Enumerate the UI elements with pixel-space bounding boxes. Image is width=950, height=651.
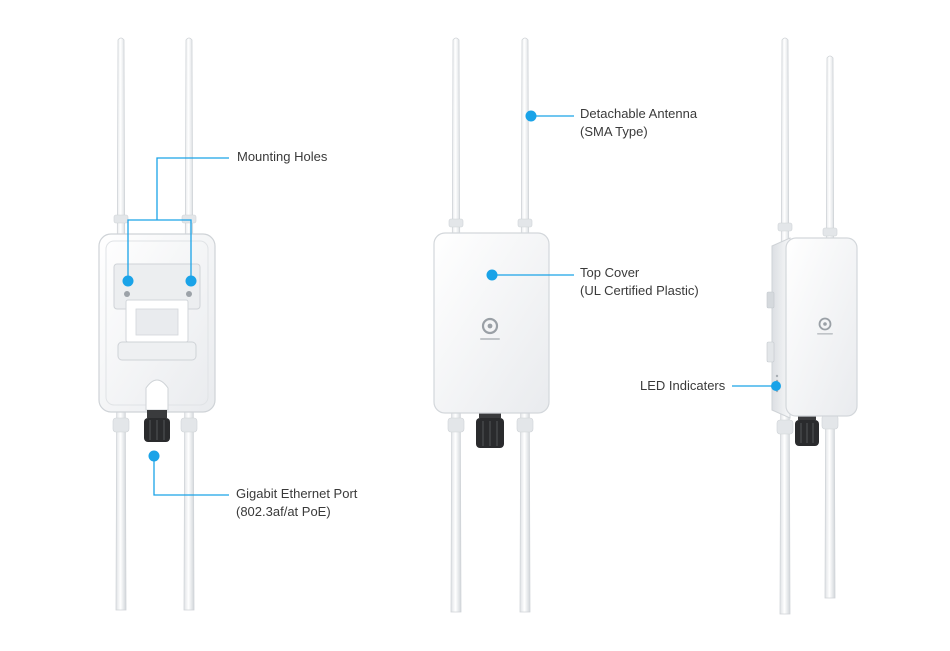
brand-logo-icon: [817, 317, 833, 335]
back-view-device: [98, 37, 216, 611]
callout-dot-icon: [148, 450, 160, 462]
label-ethernet-port-line1: Gigabit Ethernet Port: [236, 486, 358, 501]
callout-dot-icon: [122, 275, 134, 287]
label-top-cover: Top Cover (UL Certified Plastic): [580, 264, 699, 300]
brand-logo-icon: [480, 317, 500, 340]
callout-top-cover: [486, 269, 574, 281]
label-ethernet-port-line2: (802.3af/at PoE): [236, 504, 331, 519]
label-antenna-line2: (SMA Type): [580, 124, 648, 139]
side-view-device: [766, 37, 858, 615]
callout-led: [732, 381, 781, 391]
label-mounting-holes-line1: Mounting Holes: [237, 149, 328, 164]
callout-dot-icon: [486, 269, 498, 281]
callout-mounting-holes: [122, 157, 229, 287]
top-cover: [433, 232, 550, 414]
callout-dot-icon: [771, 381, 781, 391]
mounting-bracket: [113, 263, 201, 361]
front-view-device: [433, 37, 550, 613]
ethernet-cable-gland: [476, 410, 504, 448]
callout-dot-icon: [185, 275, 197, 287]
ethernet-cable-gland: [795, 412, 819, 446]
label-led-line1: LED Indicaters: [640, 378, 726, 393]
label-ethernet-port: Gigabit Ethernet Port (802.3af/at PoE): [236, 485, 357, 521]
callout-antenna: [525, 110, 574, 122]
label-led: LED Indicaters: [640, 377, 725, 395]
label-top-cover-line1: Top Cover: [580, 265, 640, 280]
ethernet-cable-gland: [144, 410, 170, 442]
callout-ethernet-port: [148, 450, 229, 496]
callout-dot-icon: [525, 110, 537, 122]
label-top-cover-line2: (UL Certified Plastic): [580, 283, 699, 298]
label-antenna-line1: Detachable Antenna: [580, 106, 698, 121]
label-antenna: Detachable Antenna (SMA Type): [580, 105, 697, 141]
label-mounting-holes: Mounting Holes: [237, 148, 327, 166]
